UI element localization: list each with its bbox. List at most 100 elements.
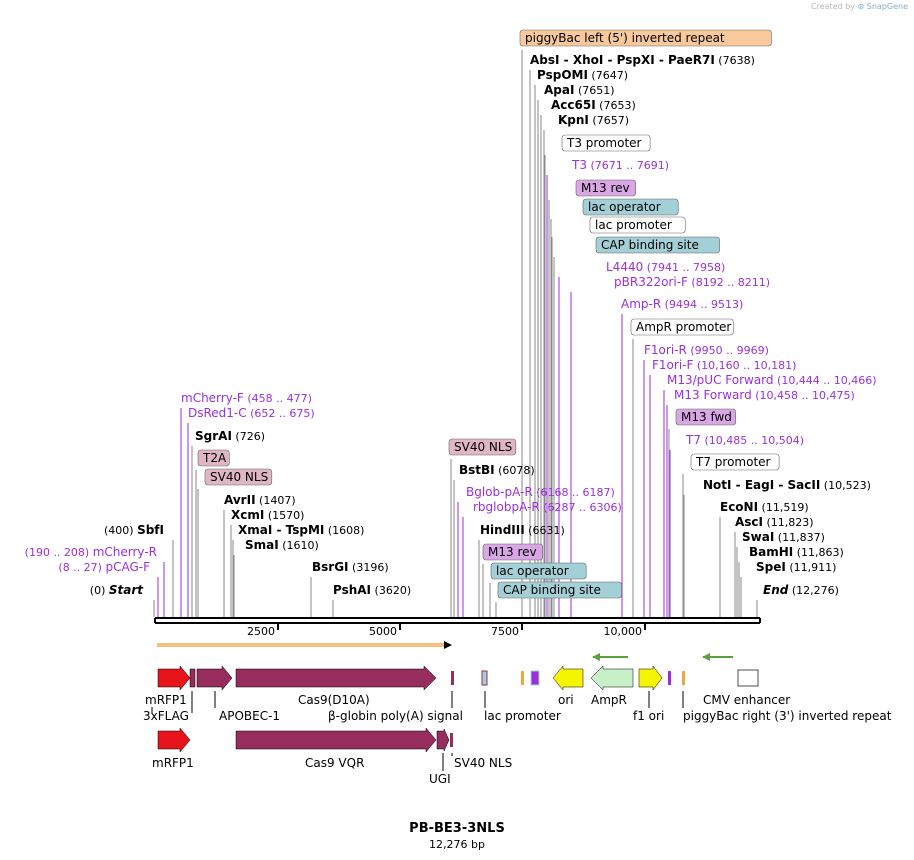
label-position: (458 .. 477): [244, 392, 312, 405]
label-text: T3 promoter: [566, 136, 642, 150]
label-text: AscI (11,823): [735, 515, 814, 529]
label-text: L4440 (7941 .. 7958): [606, 260, 725, 274]
label-acc65i: Acc65I (7653): [551, 98, 636, 112]
label-position: (652 .. 675): [247, 407, 315, 420]
label-position: (10,458 .. 10,475): [752, 389, 855, 402]
label-cas9-d10a: Cas9(D10A): [298, 693, 370, 707]
label-name: F1ori-F: [652, 358, 693, 372]
label-position: (8192 .. 8211): [688, 276, 770, 289]
label-position: (11,519): [758, 501, 809, 514]
label-box: [448, 438, 517, 456]
label-m13-fwd: M13 fwd: [675, 408, 737, 426]
label-lac-promoter: lac promoter: [589, 216, 686, 234]
label-piggybac-left-5-inverted-repeat: piggyBac left (5') inverted repeat: [519, 29, 772, 47]
tick-label: 10,000: [604, 625, 643, 638]
label-m13-puc-forward: M13/pUC Forward (10,444 .. 10,466): [667, 373, 877, 387]
ugi-arrow: [436, 728, 450, 752]
label-t3: T3 (7671 .. 7691): [571, 158, 669, 172]
label-text: PshAI (3620): [333, 583, 411, 597]
label-text: ApaI (7651): [544, 83, 615, 97]
label-apobec-1: APOBEC-1: [219, 709, 280, 723]
label-rbglobpa-r: rbglobpA-R (6287 .. 6306): [473, 500, 622, 514]
label-box: [589, 216, 686, 234]
label-name: Start: [109, 583, 144, 597]
label-avrii: AvrII (1407): [224, 493, 296, 507]
label-name: rbglobpA-R: [473, 500, 540, 514]
label-box: [197, 449, 230, 467]
label-t2a: T2A: [197, 449, 230, 467]
label-text: KpnI (7657): [558, 113, 629, 127]
label-text: lac operator: [588, 200, 661, 214]
label-position: (3620): [371, 584, 411, 597]
label-bstbi: BstBI (6078): [459, 463, 535, 477]
cmv-direction-arrow-icon: [702, 653, 733, 661]
label-text: pBR322ori-F (8192 .. 8211): [614, 275, 770, 289]
label-sbfi: (400) SbfI: [104, 523, 164, 537]
label-name: mCherry-F: [181, 391, 244, 405]
lac-promoter-block: [481, 670, 488, 686]
label-f1ori-f: F1ori-F (10,160 .. 10,181): [652, 358, 796, 372]
label-text: AvrII (1407): [224, 493, 296, 507]
label-pspomi: PspOMI (7647): [537, 68, 628, 82]
label-lac-promoter: lac promoter: [484, 709, 561, 723]
label-ampr-promoter: AmpR promoter: [630, 318, 734, 336]
label-sv40-nls: SV40 NLS: [204, 468, 273, 486]
label-name: Amp-R: [621, 297, 661, 311]
label-t7: T7 (10,485 .. 10,504): [685, 433, 804, 447]
label-lac-operator: lac operator: [490, 562, 587, 580]
label-box: [690, 453, 780, 471]
label-bsrgi: BsrGI (3196): [312, 560, 389, 574]
label-position: (7671 .. 7691): [587, 159, 669, 172]
plasmid-length: 12,276 bp: [429, 838, 485, 851]
label-name: ApaI: [544, 83, 574, 97]
snapgene-logo-icon: ⊛: [857, 2, 865, 11]
piggybac-region-bar: [157, 641, 452, 649]
label-name: DsRed1-C: [188, 406, 247, 420]
label-m13-forward: M13 Forward (10,458 .. 10,475): [674, 388, 855, 402]
feature-labels: mRFP1 3xFLAG APOBEC-1 Cas9(D10A) β-globi…: [143, 691, 892, 786]
label-text: mCherry-F (458 .. 477): [181, 391, 312, 405]
cas9-vqr-arrow: [235, 727, 437, 753]
label-ugi: UGI: [429, 772, 451, 786]
label-name: PspOMI: [537, 68, 588, 82]
label-name: BamHI: [749, 545, 793, 559]
label-text: piggyBac left (5') inverted repeat: [525, 31, 725, 45]
label-position: (7651): [574, 84, 614, 97]
label-xmai-tspmi: XmaI - TspMI (1608): [238, 523, 364, 537]
label-text: EcoNI (11,519): [720, 500, 809, 514]
label-text: AbsI - XhoI - PspXI - PaeR7I (7638): [530, 53, 755, 67]
label-position: (9950 .. 9969): [687, 344, 769, 357]
label-name: End: [763, 583, 789, 597]
label-box: [490, 562, 587, 580]
label-name: EcoNI: [720, 500, 758, 514]
label-cap-binding-site: CAP binding site: [595, 236, 720, 254]
label-text: Acc65I (7653): [551, 98, 636, 112]
label-position: (6168 .. 6187): [533, 486, 615, 499]
ampr-direction-arrow-icon: [592, 653, 628, 661]
label-text: PspOMI (7647): [537, 68, 628, 82]
label-position: (8 .. 27): [58, 561, 105, 574]
label-position: (7657): [589, 114, 629, 127]
label-position: (0): [90, 584, 109, 597]
label-position: (190 .. 208): [25, 546, 93, 559]
label-position: (10,523): [820, 479, 871, 492]
mrfp1-arrow-2: [157, 727, 191, 753]
label-name: HindIII: [480, 523, 525, 537]
label-l4440: L4440 (7941 .. 7958): [606, 260, 725, 274]
label-text: HindIII (6631): [480, 523, 565, 537]
feature-track-1: [157, 653, 759, 691]
label-text: DsRed1-C (652 .. 675): [188, 406, 315, 420]
label-absi-xhoi-pspxi-paer7i: AbsI - XhoI - PspXI - PaeR7I (7638): [530, 53, 755, 67]
label-mrfp1-2: mRFP1: [152, 756, 194, 770]
label-3xflag: 3xFLAG: [143, 709, 189, 723]
label-name: Acc65I: [551, 98, 596, 112]
label-hindiii: HindIII (6631): [480, 523, 565, 537]
label-position: (1407): [256, 494, 296, 507]
label-name: XmaI - TspMI: [238, 523, 324, 537]
label-name: BsrGI: [312, 560, 349, 574]
label-name: AscI: [735, 515, 763, 529]
label-beta-globin-polya: β-globin poly(A) signal: [328, 709, 463, 723]
label-lac-operator: lac operator: [582, 198, 679, 216]
label-name: M13/pUC Forward: [667, 373, 774, 387]
label-name: Bglob-pA-R: [466, 485, 533, 499]
